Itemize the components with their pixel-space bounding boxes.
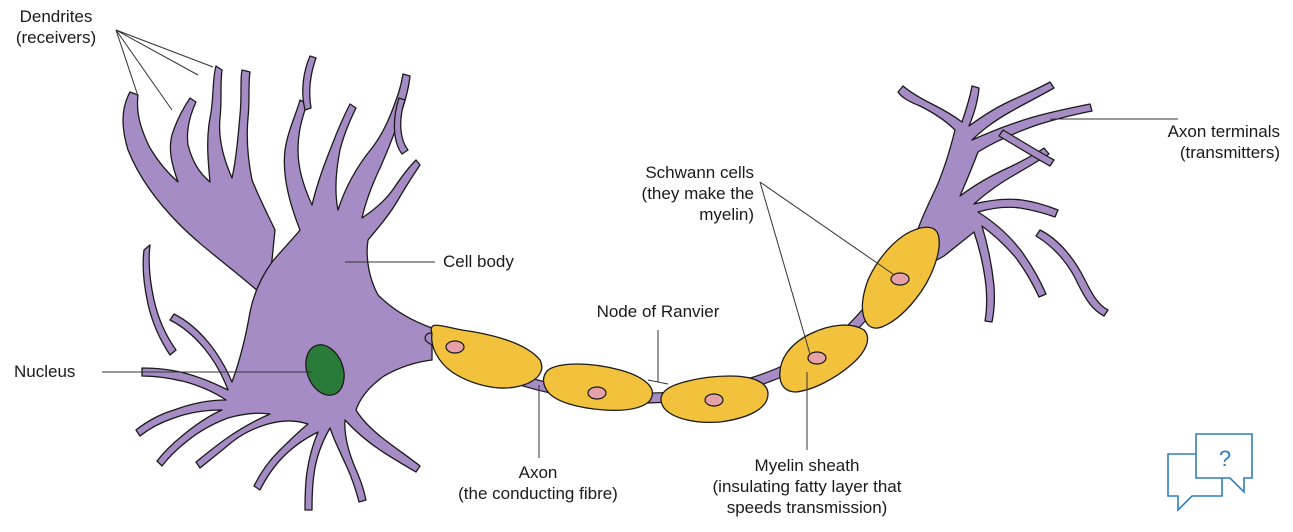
label-axon-terminals: Axon terminals (transmitters)	[1120, 121, 1280, 163]
label-axon: Axon (the conducting fibre)	[437, 462, 639, 504]
question-glyph: ?	[1219, 446, 1231, 471]
neuron-cell	[123, 56, 432, 510]
label-dendrites: Dendrites (receivers)	[4, 6, 108, 48]
label-schwann-cells: Schwann cells (they make the myelin)	[592, 162, 754, 225]
label-nucleus: Nucleus	[14, 361, 75, 382]
question-chat-icon[interactable]: ?	[1166, 432, 1262, 524]
schwann-cell-1	[431, 325, 542, 388]
label-node-of-ranvier: Node of Ranvier	[578, 301, 738, 322]
axon-terminals-shape	[898, 82, 1108, 322]
label-myelin-sheath: Myelin sheath (insulating fatty layer th…	[690, 455, 924, 518]
label-cell-body: Cell body	[443, 251, 514, 272]
